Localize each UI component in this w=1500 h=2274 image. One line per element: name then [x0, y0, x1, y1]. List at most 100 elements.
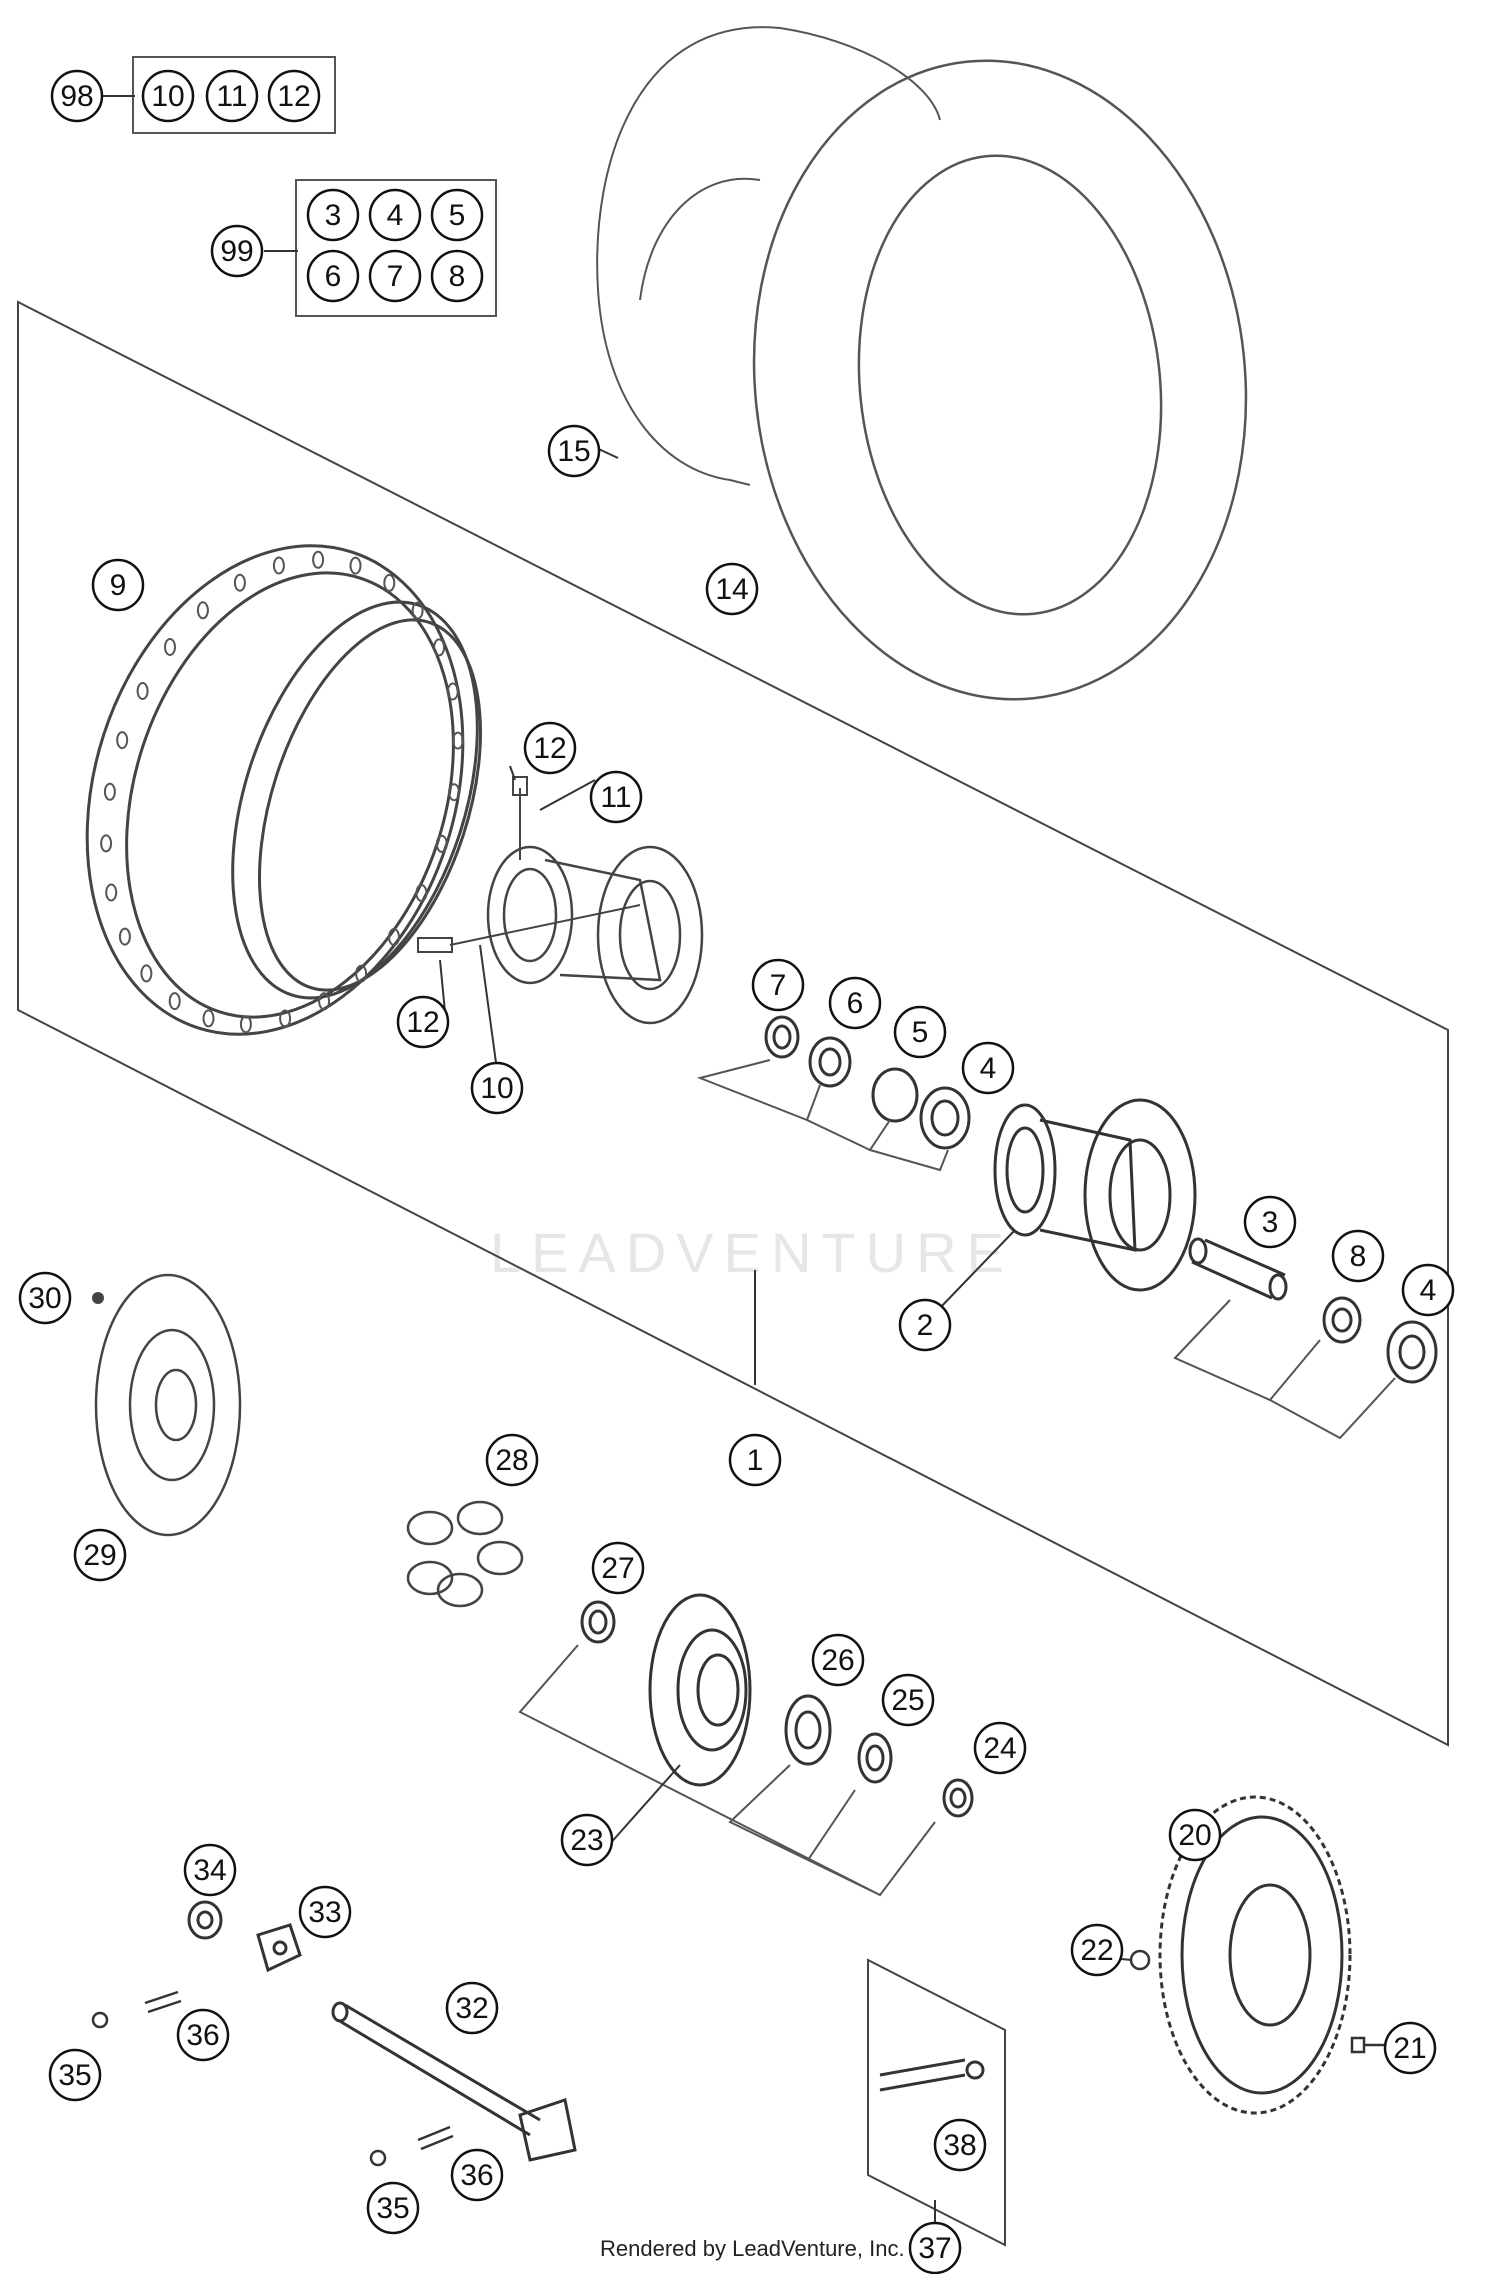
rim-hole [100, 834, 113, 853]
callout-circle [368, 249, 422, 303]
rim-hole [140, 964, 153, 983]
bearing-row-bracket [696, 1059, 949, 1172]
callout-5: 5 [893, 1005, 947, 1059]
callout-number: 23 [570, 1824, 603, 1857]
callout-28: 28 [485, 1433, 539, 1487]
wheel-spindle-part-32 [331, 2001, 577, 2162]
callout-10: 10 [470, 1061, 524, 1115]
callout-34: 34 [183, 1843, 237, 1897]
rim-hole [116, 731, 129, 750]
callout-circle [1383, 2021, 1437, 2075]
callout-6: 6 [306, 249, 360, 303]
washer-part-8 [1322, 1296, 1362, 1344]
callout-number: 8 [449, 260, 466, 293]
hub-right-bracket [1173, 1299, 1396, 1440]
callout-number: 34 [193, 1854, 226, 1887]
seal-part-6 [808, 1036, 852, 1088]
rim-hole [168, 992, 181, 1011]
callout-circle [1168, 1808, 1222, 1862]
callout-number: 35 [58, 2059, 91, 2092]
bearing-part-4b [1386, 1320, 1438, 1384]
callout-number: 6 [847, 987, 864, 1020]
rim-hole [451, 731, 464, 750]
seal-part-25 [857, 1732, 893, 1784]
callout-number: 37 [918, 2232, 951, 2265]
chain-adjuster-part-33 [256, 1923, 302, 1973]
callout-circle [306, 188, 360, 242]
callout-4: 4 [1401, 1263, 1455, 1317]
callout-number: 15 [557, 435, 590, 468]
callout-33: 33 [298, 1885, 352, 1939]
tire-part-14 [752, 59, 1248, 701]
callout-number: 4 [387, 199, 404, 232]
callout-number: 1 [747, 1444, 764, 1477]
callout-circle [908, 2221, 962, 2274]
watermark-text: LEADVENTURE [490, 1221, 1014, 1284]
callout-number: 11 [600, 781, 631, 814]
bushing-part-27 [580, 1600, 616, 1644]
callout-number: 36 [460, 2159, 493, 2192]
callout-12: 12 [523, 721, 577, 775]
rim-hole [103, 782, 116, 801]
rim-hole [355, 964, 368, 983]
callout-circle [91, 558, 145, 612]
callout-9: 9 [91, 558, 145, 612]
callout-10: 10 [141, 69, 195, 123]
callout-circle [1070, 1923, 1124, 1977]
callout-circle [898, 1298, 952, 1352]
callout-circle [591, 1541, 645, 1595]
kit-box-99 [295, 179, 497, 317]
callout-4: 4 [368, 188, 422, 242]
callout-14: 14 [705, 562, 759, 616]
screw-part-36b [417, 2125, 454, 2151]
callout-26: 26 [811, 1633, 865, 1687]
sprocket-carrier-part-23 [648, 1593, 752, 1787]
callout-24: 24 [973, 1721, 1027, 1775]
rim-hole [411, 601, 424, 620]
rim-hole [272, 556, 285, 575]
circlip-part-5 [871, 1067, 919, 1123]
carrier-bracket [518, 1644, 936, 1897]
callout-circle [470, 1061, 524, 1115]
callout-36: 36 [450, 2148, 504, 2202]
callout-number: 36 [186, 2019, 219, 2052]
callout-number: 9 [110, 569, 127, 602]
bolt-part-30 [92, 1292, 104, 1304]
sprocket-part-20 [1158, 1795, 1352, 2115]
bolt-part-21 [1350, 2036, 1385, 2054]
callout-circle [267, 69, 321, 123]
rim-hole [164, 638, 176, 656]
callout-circle [306, 249, 360, 303]
callout-number: 5 [912, 1016, 929, 1049]
callout-7: 7 [751, 958, 805, 1012]
rim-hole [118, 927, 131, 946]
rim-hole [318, 992, 331, 1011]
callout-27: 27 [591, 1541, 645, 1595]
callout-number: 21 [1393, 2032, 1426, 2065]
callout-number: 3 [1262, 1206, 1279, 1239]
callout-number: 7 [387, 260, 404, 293]
callout-number: 26 [821, 1644, 854, 1677]
brake-disc-part-29 [94, 1273, 242, 1537]
callout-number: 8 [1350, 1240, 1367, 1273]
callout-1: 1 [728, 1433, 782, 1487]
callout-circle [933, 2118, 987, 2172]
callout-number: 10 [480, 1072, 513, 1105]
callout-3: 3 [1243, 1195, 1297, 1249]
callout-38: 38 [933, 2118, 987, 2172]
callout-circle [450, 2148, 504, 2202]
callout-15: 15 [547, 424, 601, 478]
callout-number: 3 [325, 199, 342, 232]
callout-12: 12 [267, 69, 321, 123]
callout-circle [1243, 1195, 1297, 1249]
callout-number: 24 [983, 1732, 1016, 1765]
callout-circle [881, 1673, 935, 1727]
callout-circle [751, 958, 805, 1012]
callout-21: 21 [1383, 2021, 1437, 2075]
callout-8: 8 [1331, 1229, 1385, 1283]
hub-left-small [486, 845, 704, 1025]
tube-part-15 [596, 26, 941, 486]
callout-number: 4 [1420, 1274, 1437, 1307]
callout-circle [445, 1981, 499, 2035]
